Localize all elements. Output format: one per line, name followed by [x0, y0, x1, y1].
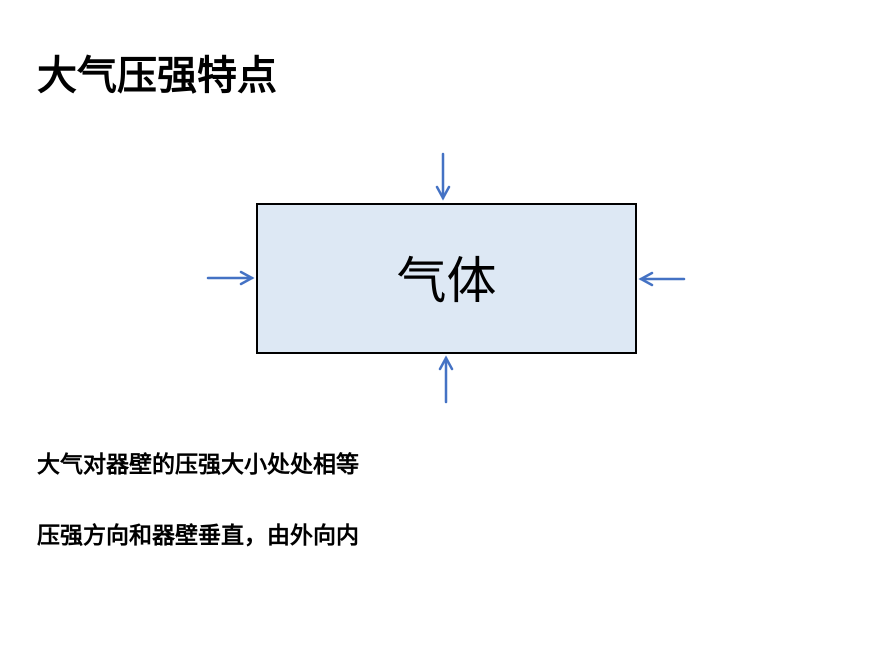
- point-2: 压强方向和器壁垂直，由外向内: [37, 523, 359, 549]
- gas-container-box: 气体: [256, 203, 637, 354]
- arrow-right-left: [206, 270, 255, 286]
- slide-title: 大气压强特点: [37, 53, 277, 99]
- gas-label: 气体: [396, 251, 497, 310]
- point-1: 大气对器壁的压强大小处处相等: [37, 452, 359, 478]
- arrow-left-right: [638, 271, 686, 287]
- arrow-down-top: [435, 152, 451, 201]
- arrow-up-bottom: [438, 355, 454, 404]
